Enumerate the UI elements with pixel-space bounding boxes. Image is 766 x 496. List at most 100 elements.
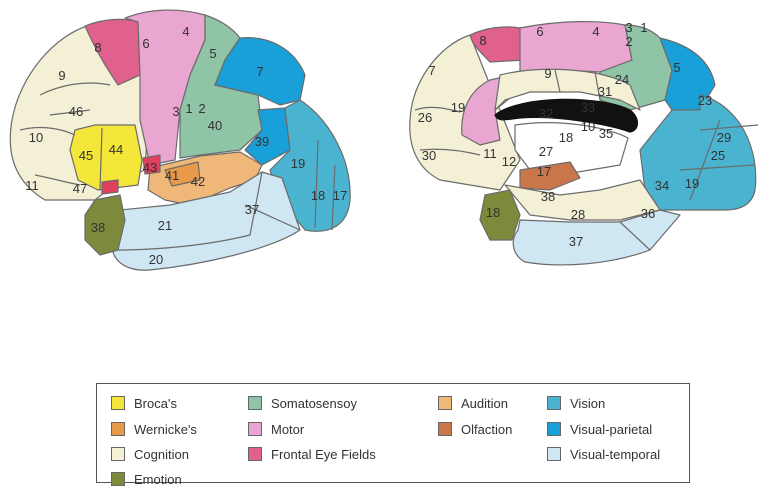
- medial-area-label: 8: [479, 33, 486, 48]
- legend-swatch: [248, 422, 262, 436]
- medial-area-label: 27: [539, 144, 553, 159]
- lateral-area-label: 20: [149, 252, 163, 267]
- legend-item: Broca's: [111, 394, 177, 412]
- legend-swatch: [547, 422, 561, 436]
- legend-swatch: [547, 396, 561, 410]
- medial-area-label: 2: [625, 34, 632, 49]
- medial-area-label: 7: [428, 63, 435, 78]
- legend-item: Somatosensoy: [248, 394, 357, 412]
- legend-swatch: [248, 447, 262, 461]
- legend-item: Frontal Eye Fields: [248, 445, 376, 463]
- legend-item: Wernicke's: [111, 420, 197, 438]
- lateral-area-label: 37: [245, 202, 259, 217]
- medial-area-label: 30: [422, 148, 436, 163]
- medial-area-label: 3: [625, 20, 632, 35]
- medial-area-label: 24: [615, 72, 629, 87]
- medial-area-label: 6: [536, 24, 543, 39]
- lateral-area-label: 41: [165, 168, 179, 183]
- medial-area-label: 4: [592, 24, 599, 39]
- legend-swatch: [111, 447, 125, 461]
- legend-label: Somatosensoy: [271, 396, 357, 411]
- lateral-area-label: 11: [25, 178, 39, 193]
- lateral-area-label: 40: [208, 118, 222, 133]
- legend-item: Visual-temporal: [547, 445, 660, 463]
- medial-area-label: 9: [544, 66, 551, 81]
- medial-area-label: 19: [451, 100, 465, 115]
- medial-area-label: 5: [673, 60, 680, 75]
- medial-area-label: 12: [502, 154, 516, 169]
- legend-label: Vision: [570, 396, 605, 411]
- legend-label: Visual-parietal: [570, 422, 652, 437]
- legend-label: Frontal Eye Fields: [271, 447, 376, 462]
- lateral-area-label: 7: [256, 64, 263, 79]
- lateral-area-label: 4: [182, 24, 189, 39]
- lateral-area-label: 2: [198, 101, 205, 116]
- lateral-area-label: 44: [109, 142, 123, 157]
- lateral-area-label: 39: [255, 134, 269, 149]
- legend-swatch: [111, 422, 125, 436]
- medial-area-label: 36: [641, 206, 655, 221]
- medial-brain: [410, 22, 758, 265]
- lateral-area-label: 19: [291, 156, 305, 171]
- medial-area-label: 17: [537, 164, 551, 179]
- legend-item: Visual-parietal: [547, 420, 652, 438]
- medial-area-label: 31: [598, 84, 612, 99]
- legend-item: Olfaction: [438, 420, 512, 438]
- legend-swatch: [111, 396, 125, 410]
- lateral-area-label: 46: [69, 104, 83, 119]
- legend-label: Motor: [271, 422, 304, 437]
- medial-area-label: 35: [599, 126, 613, 141]
- legend-swatch: [248, 396, 262, 410]
- medial-area-label: 29: [717, 130, 731, 145]
- lateral-brain: [10, 10, 350, 270]
- lateral-area-label: 6: [142, 36, 149, 51]
- medial-area-label: 10: [581, 119, 595, 134]
- lateral-area-label: 38: [91, 220, 105, 235]
- legend-swatch: [111, 472, 125, 486]
- lateral-area-label: 43: [143, 160, 157, 175]
- lateral-area-label: 17: [333, 188, 347, 203]
- legend-item: Emotion: [111, 470, 182, 488]
- lateral-area-label: 10: [29, 130, 43, 145]
- legend-label: Visual-temporal: [570, 447, 660, 462]
- lateral-area-label: 5: [209, 46, 216, 61]
- lateral-area-label: 1: [185, 101, 192, 116]
- lateral-region-red-spot-2: [102, 180, 118, 194]
- medial-area-label: 38: [541, 189, 555, 204]
- medial-area-label: 23: [698, 93, 712, 108]
- legend-swatch: [547, 447, 561, 461]
- lateral-area-label: 3: [172, 104, 179, 119]
- medial-area-label: 18: [486, 205, 500, 220]
- medial-area-label: 34: [655, 178, 669, 193]
- lateral-area-label: 8: [94, 40, 101, 55]
- lateral-area-label: 42: [191, 174, 205, 189]
- medial-area-label: 26: [418, 110, 432, 125]
- lateral-area-label: 21: [158, 218, 172, 233]
- legend-swatch: [438, 422, 452, 436]
- medial-area-label: 18: [559, 130, 573, 145]
- legend-item: Motor: [248, 420, 304, 438]
- legend-label: Cognition: [134, 447, 189, 462]
- medial-area-label: 28: [571, 207, 585, 222]
- legend-label: Audition: [461, 396, 508, 411]
- medial-area-label: 33: [581, 100, 595, 115]
- lateral-area-label: 45: [79, 148, 93, 163]
- medial-area-label: 37: [569, 234, 583, 249]
- legend-item: Cognition: [111, 445, 189, 463]
- legend-item: Audition: [438, 394, 508, 412]
- medial-area-label: 25: [711, 148, 725, 163]
- lateral-area-label: 18: [311, 188, 325, 203]
- lateral-area-label: 47: [73, 181, 87, 196]
- legend-label: Olfaction: [461, 422, 512, 437]
- legend-label: Emotion: [134, 472, 182, 487]
- lateral-area-label: 9: [58, 68, 65, 83]
- medial-area-label: 32: [539, 106, 553, 121]
- legend-label: Wernicke's: [134, 422, 197, 437]
- legend-label: Broca's: [134, 396, 177, 411]
- medial-area-label: 19: [685, 176, 699, 191]
- legend-item: Vision: [547, 394, 605, 412]
- medial-area-label: 1: [640, 20, 647, 35]
